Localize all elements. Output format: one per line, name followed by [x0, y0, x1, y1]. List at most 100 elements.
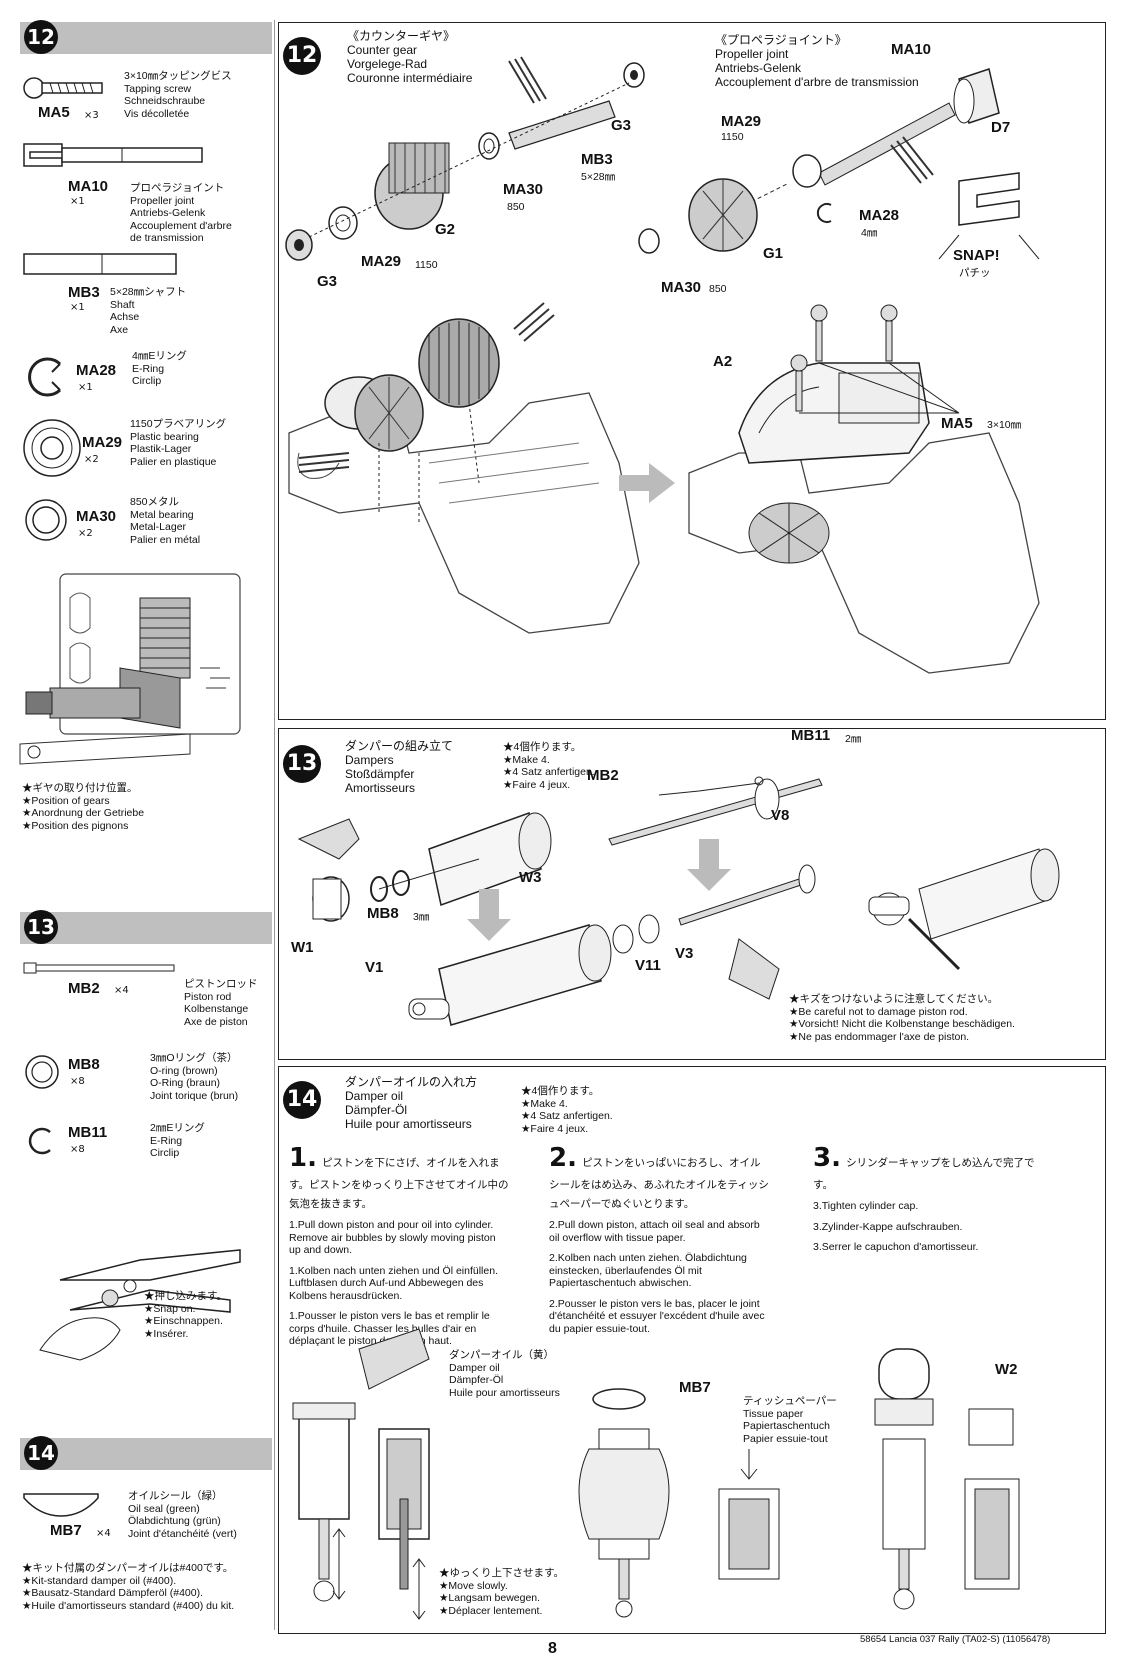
footer-kit-info: 58654 Lancia 037 Rally (TA02-S) (1105647…: [860, 1634, 1051, 1645]
part-code: MB8: [68, 1056, 100, 1073]
part-code: MA10: [68, 178, 109, 195]
label-g3-bottom: G3: [317, 273, 338, 290]
label-g3: G3: [611, 117, 632, 134]
label-mb11-sub: 2㎜: [845, 733, 862, 745]
step-13-panel: 13 ダンパーの組み立て Dampers Stoßdämpfer Amortis…: [278, 727, 1106, 1060]
label-d7: D7: [991, 119, 1011, 136]
label-ma30-right-sub: 850: [709, 283, 727, 295]
next-step-arrow-icon: [619, 463, 675, 503]
part-qty: ×8: [70, 1076, 85, 1087]
propeller-joint-icon: [23, 143, 203, 167]
instruction-de: 2.Kolben nach unten ziehen. Ölabdichtung…: [549, 1252, 747, 1289]
label-v8: V8: [771, 807, 790, 824]
part-qty: ×1: [70, 302, 85, 313]
part-entry-mb7: MB7 ×4 オイルシール（緑） Oil seal (green) Ölabdi…: [20, 1490, 272, 1550]
sidebar-section-header-14: 14: [20, 1436, 272, 1470]
label-ma30-right: MA30: [661, 279, 702, 296]
gear-position-note: ★ギヤの取り付け位置。 ★Position of gears ★Anordnun…: [22, 782, 145, 832]
label-ma29-sub: 1150: [415, 259, 438, 271]
part-entry-mb2: MB2 ×4 ピストンロッド Piston rod Kolbenstange A…: [20, 960, 272, 1040]
section-number-badge: 12: [24, 20, 58, 54]
part-code: MB3: [68, 284, 100, 301]
part-code: MB11: [68, 1124, 108, 1141]
part-entry-ma28: MA28 ×1 4㎜Eリング E-Ring Circlip: [20, 350, 272, 406]
label-ma5-sub: 3×10㎜: [987, 419, 1022, 431]
part-desc: 1150プラベアリング Plastic bearing Plastik-Lage…: [130, 418, 227, 468]
instruction-fr: 3.Serrer le capuchon d'amortisseur.: [813, 1241, 979, 1253]
damper-oil-heading: ダンパーオイルの入れ方 Damper oil Dämpfer-Öl Huile …: [345, 1075, 478, 1131]
instruction-en: 3.Tighten cylinder cap.: [813, 1200, 919, 1212]
section-number-badge: 13: [24, 910, 58, 944]
label-ma5: MA5: [941, 415, 973, 432]
gear-position-illustration: [19, 573, 241, 765]
instruction-number: 3.: [813, 1143, 841, 1173]
label-ma30: MA30: [503, 181, 544, 198]
oil-filling-drawings: [292, 1328, 1020, 1620]
part-qty: ×4: [114, 985, 129, 996]
step-12-panel: 12 《カウンターギヤ》 Counter gear Vorgelege-Rad …: [278, 22, 1106, 720]
instruction-number: 1.: [289, 1143, 317, 1173]
label-mb2: MB2: [587, 767, 619, 784]
instruction-number: 2.: [549, 1143, 577, 1173]
instruction-de: 1.Kolben nach unten ziehen und Öl einfül…: [289, 1264, 498, 1302]
label-g1: G1: [763, 245, 784, 262]
propeller-joint-heading: 《プロペラジョイント》 Propeller joint Antriebs-Gel…: [715, 33, 919, 89]
tissue-paper-label: ティッシュペーパー Tissue paper Papiertaschentuch…: [743, 1395, 837, 1445]
part-desc: 850メタル Metal bearing Metal-Lager Palier …: [130, 496, 201, 546]
part-entry-ma30: MA30 ×2 850メタル Metal bearing Metal-Lager…: [20, 496, 272, 556]
make-four-note: ★4個作ります。 ★Make 4. ★4 Satz anfertigen. ★F…: [521, 1085, 613, 1135]
e-ring-small-icon: [28, 1127, 51, 1155]
screw-icon: [23, 77, 103, 99]
instruction-fr: 2.Pousser le piston vers le bas, placer …: [549, 1297, 765, 1335]
part-desc: 2㎜Eリング E-Ring Circlip: [150, 1122, 205, 1159]
oil-note: ★キット付属のダンパーオイルは#400です。 ★Kit-standard dam…: [22, 1562, 235, 1612]
part-entry-mb8: MB8 ×8 3㎜Oリング（茶） O-ring (brown) O-Ring (…: [20, 1050, 272, 1106]
sidebar-section-header-13: 13: [20, 910, 272, 944]
section-number-badge: 14: [24, 1436, 58, 1470]
oil-seal-icon: [23, 1493, 99, 1517]
label-mb8-sub: 3㎜: [413, 911, 430, 923]
parts-sidebar: 12 MA5 ×3 3×10㎜タッピングビス Tapping screw Sch…: [19, 20, 272, 1620]
part-qty: ×3: [84, 110, 99, 121]
part-code: MB7: [50, 1522, 82, 1539]
propeller-joint-exploded-drawing: [638, 68, 1040, 260]
part-desc: 3×10㎜タッピングビス Tapping screw Schneidschrau…: [124, 70, 232, 120]
label-ma29-right-sub: 1150: [721, 131, 744, 143]
label-w1: W1: [291, 939, 314, 956]
instruction-jp: ピストンを下にさげ、オイルを入れます。ピストンをゆっくり上下させてオイル中の気泡…: [289, 1157, 509, 1210]
part-desc: 3㎜Oリング（茶） O-ring (brown) O-Ring (braun) …: [150, 1052, 239, 1102]
pliers-snap-illustration: [39, 1249, 241, 1361]
part-entry-mb11: MB11 ×8 2㎜Eリング E-Ring Circlip: [20, 1120, 272, 1170]
instruction-de: 3.Zylinder-Kappe aufschrauben.: [813, 1220, 963, 1233]
piston-rod-icon: [23, 962, 175, 974]
part-qty: ×1: [78, 382, 93, 393]
plastic-bearing-icon: [23, 419, 81, 477]
part-entry-mb3: MB3 ×1 5×28㎜シャフト Shaft Achse Axe: [20, 250, 272, 336]
label-mb11: MB11: [791, 727, 831, 744]
sidebar-divider: [274, 20, 275, 1630]
gearbox-assembled-illustration: [688, 304, 1040, 674]
step-number-badge: 12: [283, 37, 321, 75]
instruction-en: 1.Pull down piston and pour oil into cyl…: [289, 1219, 496, 1256]
label-ma28-sub: 4㎜: [861, 227, 878, 239]
label-ma29-right: MA29: [721, 113, 762, 130]
step-number-badge: 14: [283, 1081, 321, 1119]
part-qty: ×2: [84, 454, 99, 465]
label-v11: V11: [635, 957, 661, 974]
label-ma10: MA10: [891, 41, 932, 58]
part-entry-ma5: MA5 ×3 3×10㎜タッピングビス Tapping screw Schnei…: [20, 70, 272, 130]
sidebar-section-header-12: 12: [20, 20, 272, 54]
label-mb8: MB8: [367, 905, 399, 922]
move-slowly-note: ★ゆっくり上下させます。 ★Move slowly. ★Langsam bewe…: [439, 1567, 564, 1617]
part-desc: プロペラジョイント Propeller joint Antriebs-Gelen…: [130, 182, 232, 244]
label-snap: SNAP!: [953, 247, 1000, 264]
label-v3: V3: [675, 945, 694, 962]
counter-gear-exploded-drawing: [285, 56, 645, 261]
label-mb7: MB7: [679, 1379, 711, 1396]
label-snap-jp: パチッ: [959, 267, 991, 279]
part-code: MA28: [76, 362, 117, 379]
label-mb3: MB3: [581, 151, 613, 168]
part-qty: ×1: [70, 196, 85, 207]
instruction-jp: ピストンをいっぱいにおろし、オイルシールをはめ込み、あふれたオイルをティッシュペ…: [549, 1157, 769, 1210]
part-desc: オイルシール（緑） Oil seal (green) Ölabdichtung …: [128, 1490, 237, 1540]
